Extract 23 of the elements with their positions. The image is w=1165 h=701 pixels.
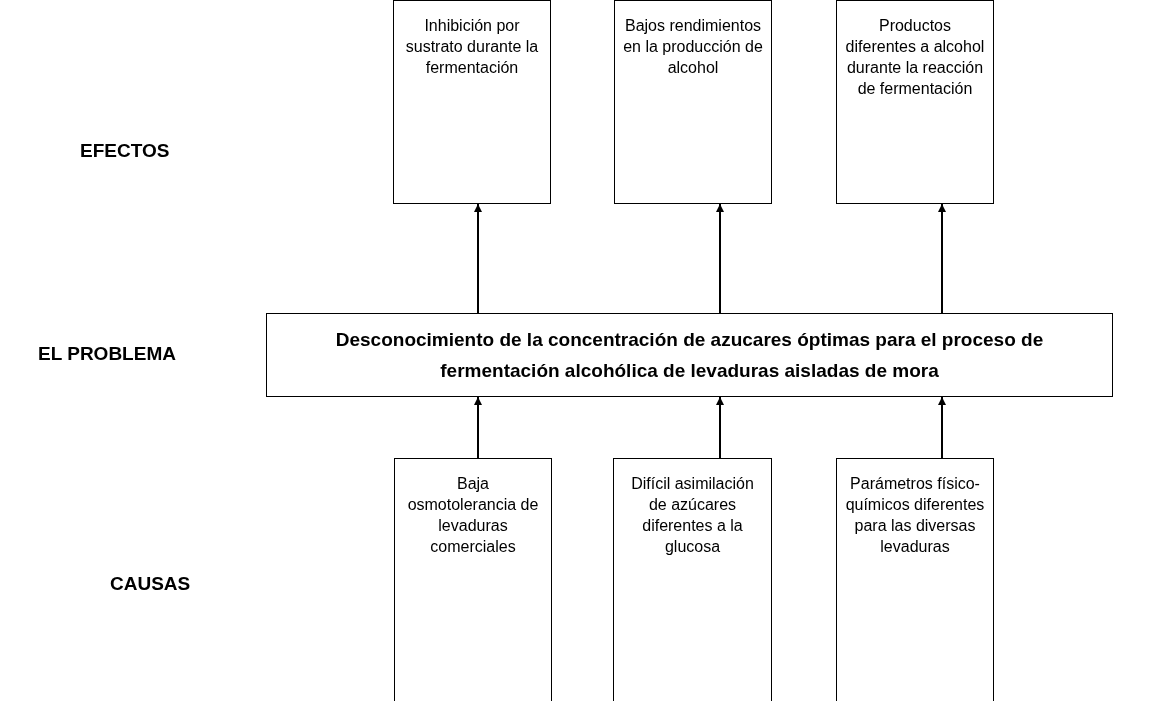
arrow [716,396,724,459]
row-heading: CAUSAS [110,573,191,595]
box-text: Bajos rendimientos en la producción de alcohol [623,16,763,78]
row-heading: EL PROBLEMA [38,343,176,365]
arrow [938,203,946,314]
box-text: Productos diferentes a alcohol durante la reacción de fermentación [845,16,985,99]
text-box [836,0,994,204]
text-box [613,458,772,701]
box-text: Desconocimiento de la concentración de azucares óptimas para el proceso de fermentación alcohólica de levaduras aisladas de mora [334,328,1045,383]
problem-box [266,313,1113,397]
text-box [394,458,552,701]
text-box [836,458,994,701]
arrow [938,396,946,459]
box-text: Parámetros físico-químicos diferentes para las diversas levaduras [845,474,985,557]
arrow [716,203,724,314]
box-text: Baja osmotolerancia de levaduras comerciales [406,474,540,557]
text-box [393,0,551,204]
arrow [474,396,482,459]
text-box [614,0,772,204]
box-text: Inhibición por sustrato durante la fermentación [404,16,540,78]
arrow [474,203,482,314]
box-text: Difícil asimilación de azúcares diferentes a la glucosa [630,474,755,557]
row-heading: EFECTOS [80,140,170,162]
